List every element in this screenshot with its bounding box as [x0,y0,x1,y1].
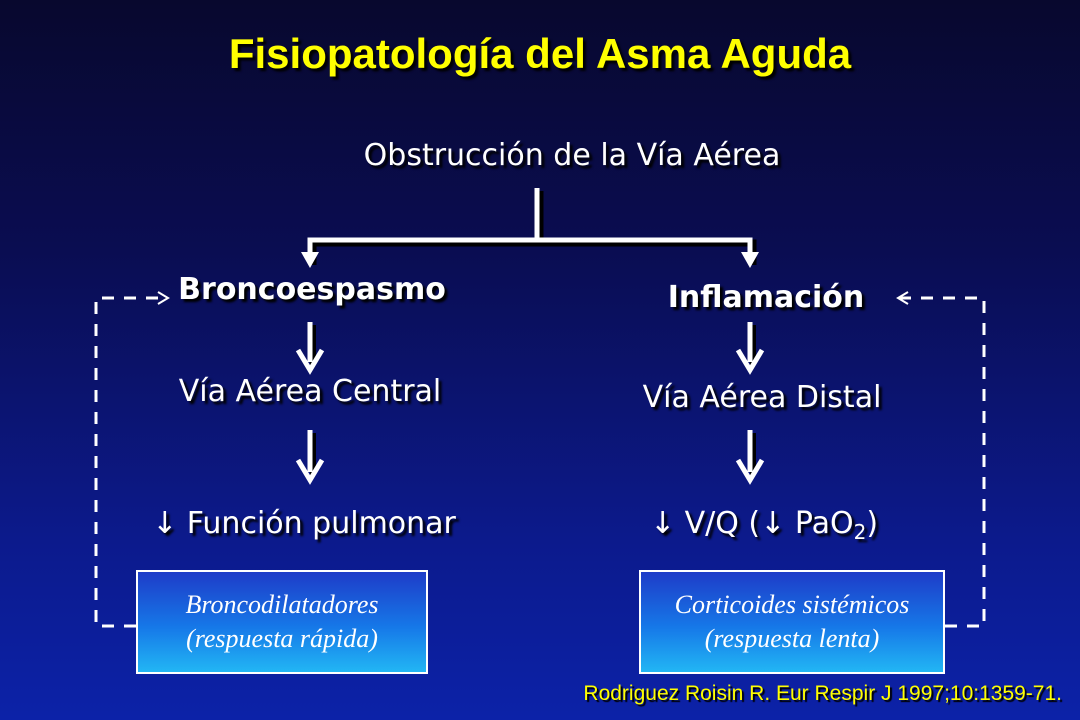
feedback-loop-right [896,291,986,628]
effect-suffix: ) [866,506,879,541]
site-distal: Vía Aérea Distal [642,380,882,415]
arrow-down-right-1 [735,322,765,375]
effect-label: Función pulmonar [186,506,456,541]
treatment-line-1: Broncodilatadores [185,590,379,620]
effect-subscript: 2 [853,520,867,544]
feedback-loop-left [94,291,170,628]
arrow-down-left-1 [295,322,325,375]
cause-inflamacion: Inflamación [667,280,865,315]
treatment-line-2: (respuesta lenta) [704,624,880,653]
cause-broncoespasmo: Broncoespasmo [178,272,446,307]
arrow-down-right-2 [735,430,765,485]
treatment-box-corticoides: Corticoides sistémicos (respuesta lenta) [639,570,945,674]
arrow-down-left-2 [295,430,325,485]
treatment-line-1: Corticoides sistémicos [674,590,910,620]
effect-pao: PaO [794,506,854,541]
citation: Rodriguez Roisin R. Eur Respir J 1997;10… [583,682,1062,705]
effect-funcion-pulmonar: ↓ Función pulmonar [152,506,456,541]
tree-connector [301,188,759,268]
page-title: Fisiopatología del Asma Aguda [228,30,852,77]
site-central: Vía Aérea Central [178,374,442,409]
treatment-box-broncodilatadores: Broncodilatadores (respuesta rápida) [136,570,428,674]
root-node: Obstrucción de la Vía Aérea [363,138,781,173]
down-arrow-icon: ↓ [152,506,178,541]
effect-prefix: V/Q ( [684,506,761,541]
down-arrow-icon: ↓ [760,506,786,541]
treatment-line-2: (respuesta rápida) [186,624,378,653]
down-arrow-icon: ↓ [649,506,676,541]
effect-vq: ↓ V/Q (↓ PaO2) [650,506,878,544]
